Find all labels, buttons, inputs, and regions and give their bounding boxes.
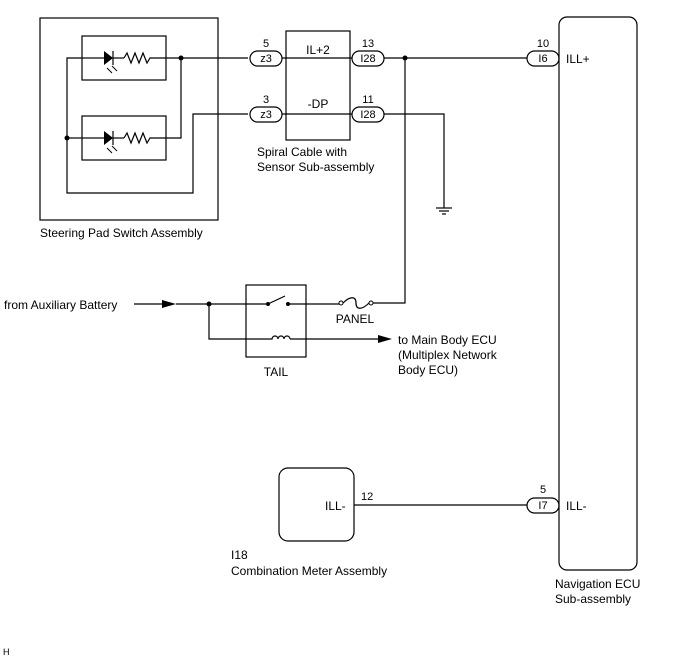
tail-relay-box	[245, 284, 307, 358]
resistor-icon	[123, 131, 166, 145]
navigation-ecu-label-line2: Sub-assembly	[555, 592, 631, 606]
meter-terminal: ILL-	[325, 499, 346, 513]
connector-z3-top: z3 5	[249, 38, 283, 67]
spiral-cable: IL+2 -DP Spiral Cable with Sensor Sub-as…	[257, 30, 374, 174]
combination-meter: ILL- 12 I18 Combination Meter Assembly	[231, 467, 527, 578]
steering-pad-switch-assembly: Steering Pad Switch Assembly	[39, 17, 248, 240]
power-circuit: from Auxiliary Battery TAIL PANEL to Mai…	[4, 284, 498, 379]
meter-connector-label: I18	[231, 548, 248, 562]
relay-label: TAIL	[264, 365, 289, 379]
connector-i28-bottom: I28 11	[351, 94, 385, 123]
destination-label-line2: (Multiplex Network	[398, 348, 498, 362]
pin-number: 11	[362, 94, 373, 106]
terminal-ill-minus: ILL-	[566, 499, 587, 513]
steering-switch-outer-box	[39, 17, 219, 221]
led-icon	[96, 131, 124, 154]
led-icon	[96, 51, 124, 74]
connector-name: I6	[538, 53, 547, 65]
ground-icon	[436, 207, 452, 215]
spiral-cable-label-line2: Sensor Sub-assembly	[257, 160, 374, 174]
pin-number: 10	[537, 38, 549, 50]
fuse-icon	[338, 297, 374, 309]
terminal-ill-plus: ILL+	[566, 52, 590, 66]
coil-icon	[266, 335, 291, 340]
navigation-ecu: ILL+ ILL- Navigation ECU Sub-assembly	[555, 16, 640, 606]
connector-i6: I6 10	[526, 38, 560, 67]
pin-number: 13	[362, 38, 374, 50]
navigation-ecu-label-line1: Navigation ECU	[555, 577, 640, 591]
arrow-right-icon	[378, 335, 392, 343]
arrow-right-icon	[162, 300, 176, 308]
circuit-label-dp: -DP	[308, 97, 329, 111]
steering-switch-label: Steering Pad Switch Assembly	[40, 226, 203, 240]
switch-icon	[266, 295, 290, 306]
connector-name: I28	[360, 109, 375, 121]
spiral-cable-box	[285, 30, 351, 141]
connector-z3-bottom: z3 3	[249, 94, 283, 123]
pin-number: 3	[263, 94, 269, 106]
connector-name: I28	[360, 53, 375, 65]
pin-number: 5	[263, 38, 269, 50]
spiral-cable-label-line1: Spiral Cable with	[257, 145, 347, 159]
connector-name: z3	[260, 53, 272, 65]
connector-name: z3	[260, 109, 272, 121]
meter-label: Combination Meter Assembly	[231, 564, 387, 578]
connector-name: I7	[538, 500, 547, 512]
circuit-label-ilp2: IL+2	[306, 43, 330, 57]
junction-dot	[178, 55, 184, 61]
destination-label-line3: Body ECU)	[398, 363, 458, 377]
source-label: from Auxiliary Battery	[4, 298, 117, 312]
meter-pin-number: 12	[361, 491, 373, 503]
destination-label-line1: to Main Body ECU	[398, 333, 497, 347]
navigation-ecu-box	[558, 16, 638, 571]
corner-mark: H	[3, 647, 10, 657]
connector-i7: I7 5	[526, 484, 560, 514]
pin-number: 5	[540, 484, 546, 496]
connector-i28-top: I28 13	[351, 38, 385, 67]
resistor-icon	[123, 51, 166, 65]
fuse-label: PANEL	[336, 312, 375, 326]
junction-dot	[64, 135, 70, 141]
